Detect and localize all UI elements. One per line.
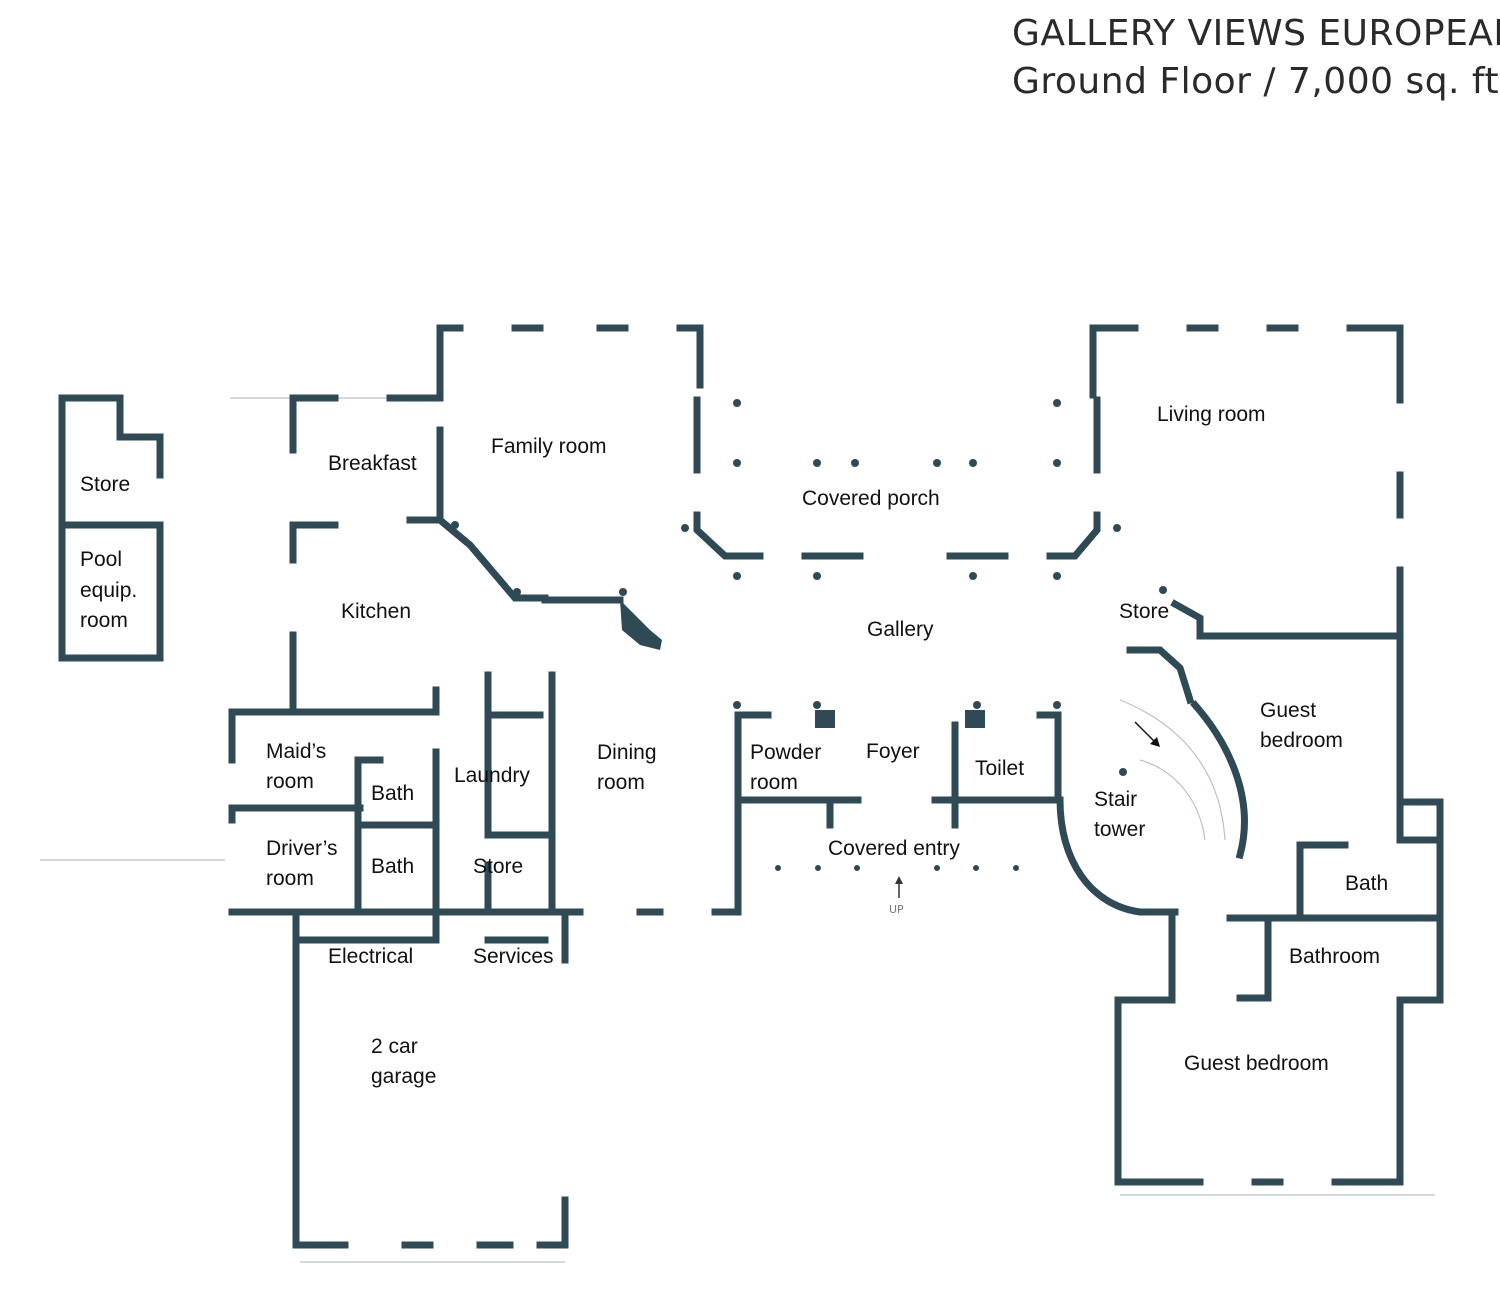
label-living-room: Living room (1157, 403, 1266, 426)
kitchen-wing-walls (228, 394, 444, 716)
label-kitchen: Kitchen (341, 600, 412, 623)
label-guest-bedroom-2: Guest bedroom (1184, 1052, 1329, 1075)
label-stair-tower-line1: Stair (1094, 788, 1138, 811)
label-toilet: Toilet (975, 757, 1025, 780)
garage-walls (292, 908, 569, 1249)
label-guest-bedroom-1-line2: bedroom (1260, 729, 1343, 752)
label-breakfast: Breakfast (328, 452, 417, 475)
label-dining-room-line2: room (597, 771, 645, 794)
stair-store-walls (1119, 599, 1248, 860)
label-bath-maid: Bath (371, 782, 415, 805)
plan-title: GALLERY VIEWS EUROPEAN (1012, 13, 1500, 54)
service-core-walls (432, 671, 556, 916)
label-drivers-room-line2: room (266, 867, 314, 890)
label-drivers-room-line1: Driver’s (266, 837, 338, 860)
label-dining-room-line1: Dining (597, 741, 657, 764)
covered-porch-walls (693, 396, 1101, 560)
label-bathroom: Bathroom (1289, 945, 1381, 968)
label-bath-guest: Bath (1345, 872, 1389, 895)
label-guest-bedroom-1-line1: Guest (1260, 699, 1317, 722)
living-room-walls (1089, 324, 1404, 844)
entry-up-note: UP (889, 903, 904, 916)
outbuilding-walls (58, 394, 164, 662)
entry-up-arrow (895, 876, 903, 898)
label-garage-line1: 2 car (371, 1035, 418, 1058)
label-powder-room-line1: Powder (750, 741, 822, 764)
label-pool-equip-line3: room (80, 609, 128, 632)
plan-subtitle: Ground Floor / 7,000 sq. ft (1012, 61, 1500, 102)
label-maids-room-line2: room (266, 770, 314, 793)
label-gallery: Gallery (867, 618, 934, 641)
label-family-room: Family room (491, 435, 607, 458)
label-covered-porch: Covered porch (802, 487, 940, 510)
label-store-outbuilding: Store (80, 473, 131, 496)
stair-tower-walls (1056, 796, 1179, 999)
label-services: Services (473, 945, 554, 968)
label-foyer: Foyer (866, 740, 920, 763)
columns (451, 399, 1167, 871)
staff-rooms-walls (228, 708, 569, 916)
label-store-service: Store (473, 855, 524, 878)
label-garage-line2: garage (371, 1065, 437, 1088)
label-electrical: Electrical (328, 945, 414, 968)
label-stair-tower-line2: tower (1094, 818, 1146, 841)
guest-bedroom-walls (1114, 996, 1404, 1186)
label-pool-equip-line1: Pool (80, 548, 123, 571)
stair-arrow (1134, 721, 1160, 747)
label-bath-driver: Bath (371, 855, 415, 878)
label-store-stair: Store (1119, 600, 1170, 623)
label-maids-room-line1: Maid’s (266, 740, 327, 763)
label-powder-room-line2: room (750, 771, 798, 794)
guest-bath-walls (1226, 798, 1444, 1004)
label-pool-equip-line2: equip. (80, 579, 138, 602)
label-covered-entry: Covered entry (828, 837, 960, 860)
label-laundry: Laundry (454, 764, 530, 787)
family-room-walls (435, 324, 704, 604)
title-block: GALLERY VIEWS EUROPEAN Ground Floor / 7,… (1012, 10, 1500, 106)
foyer-walls (734, 710, 1062, 829)
